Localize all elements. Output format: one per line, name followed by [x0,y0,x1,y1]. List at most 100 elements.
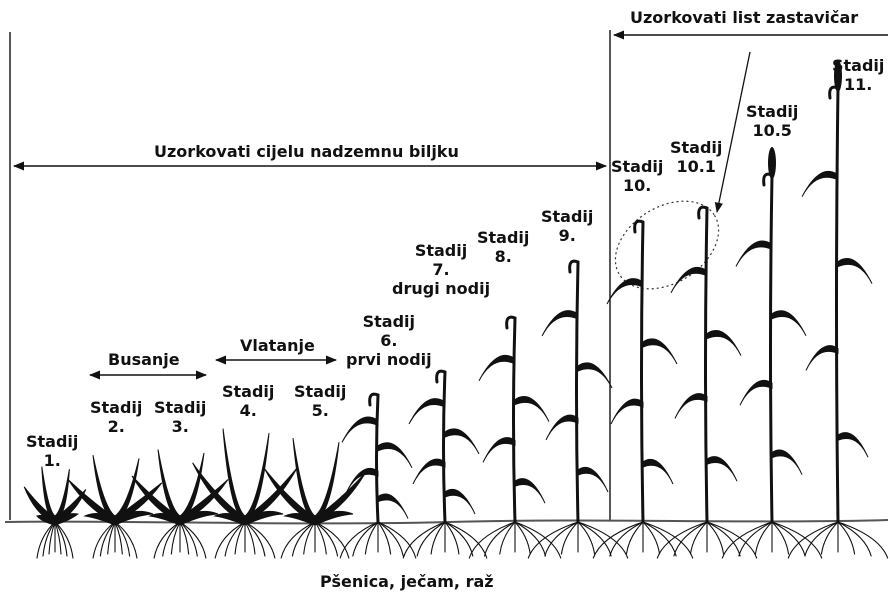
plant-part [515,397,549,422]
stage-number: 10. [623,176,651,195]
stage-number: 9. [559,226,576,245]
wheat-head-icon [768,147,776,179]
plant-part [578,363,612,388]
stage-word: Stadij [26,432,78,451]
stage-number: 10.1 [676,157,715,176]
roots-icon [657,522,756,558]
plant-part [772,450,802,475]
plant-part [409,399,445,424]
flag-leaf-section-label: Uzorkovati list zastavičar [626,8,862,27]
plant-part [444,372,446,522]
plant-part [771,175,773,522]
roots-icon [469,522,560,558]
plant-icon [132,450,228,559]
plant-part [707,457,737,482]
stage-number: 3. [172,417,189,436]
roots-icon [37,522,73,558]
stage-number: 10.5 [752,121,791,140]
plant-part [515,479,545,504]
stage-word: Stadij [415,241,467,260]
plant-part [479,355,515,380]
stage-label-1: Stadij1. [26,432,78,470]
stage-label-8: Stadij8. [477,228,529,266]
plant-part [707,331,741,356]
roots-icon [722,522,821,558]
plant-part [706,208,708,522]
roots-icon [215,522,275,558]
stage-number: 1. [44,451,61,470]
stage-word: Stadij [541,207,593,226]
plant-part [445,429,479,454]
stage-label-10-1: Stadij10.1 [670,138,722,176]
plant-icon [788,60,887,558]
stage-word: Stadij [832,56,884,75]
roots-icon [154,522,206,558]
plant-part [675,394,707,419]
stage-label-10: Stadij10. [611,157,663,195]
plant-part [611,399,643,424]
plant-part [607,279,643,304]
plant-part [378,494,408,519]
plant-icon [722,147,821,558]
plant-part [378,443,412,468]
stage-label-9: Stadij9. [541,207,593,245]
plant-part [342,417,378,442]
stage-number: 7. [432,260,449,279]
roots-icon [340,522,416,558]
roots-icon [593,522,692,558]
roots-icon [281,522,349,558]
crops-caption: Pšenica, ječam, raž [320,572,494,591]
stage-word: Stadij [222,382,274,401]
stage-number: 2. [108,417,125,436]
plant-part [542,311,578,336]
stage-word: Stadij [670,138,722,157]
stage-note: drugi nodij [392,279,490,298]
roots-icon [93,522,137,558]
roots-icon [403,522,487,558]
plant-part [377,395,379,522]
stage-label-3: Stadij3. [154,398,206,436]
plant-icon [68,455,162,558]
plant-part [643,339,677,364]
stage-word: Stadij [746,102,798,121]
stage-number: 4. [240,401,257,420]
stage-word: Stadij [294,382,346,401]
stage-note: prvi nodij [346,350,432,369]
stage-label-7: Stadij7.drugi nodij [392,241,490,298]
plant-part [577,262,579,522]
stage-number: 8. [495,247,512,266]
plant-icon [403,371,487,558]
stage-label-10-5: Stadij10.5 [746,102,798,140]
roots-icon [528,522,627,558]
stage-label-6: Stadij6.prvi nodij [346,312,432,369]
plant-part [740,380,772,405]
plant-part [838,259,872,284]
plant-part [837,88,839,522]
plant-part [578,467,608,492]
plant-part [642,222,644,522]
stage-number: 5. [312,401,329,420]
plant-part [514,318,516,522]
plant-part [445,489,475,514]
plant-part [802,171,838,196]
plant-part [806,346,838,371]
stage-label-5: Stadij5. [294,382,346,420]
stage-word: Stadij [363,312,415,331]
plant-part [736,241,772,266]
stage-word: Stadij [611,157,663,176]
stage-label-11: Stadij11. [832,56,884,94]
plant-icon [657,207,756,558]
plant-part [483,438,515,463]
stage-number: 11. [844,75,872,94]
stem-extension-phase-label: Vlatanje [236,336,319,355]
plant-part [413,459,445,484]
plant-icon [593,221,692,558]
plant-part [546,415,578,440]
tillering-phase-label: Busanje [104,350,184,369]
roots-icon [788,522,887,558]
stage-word: Stadij [90,398,142,417]
plant-icon [24,467,86,558]
stage-label-2: Stadij2. [90,398,142,436]
